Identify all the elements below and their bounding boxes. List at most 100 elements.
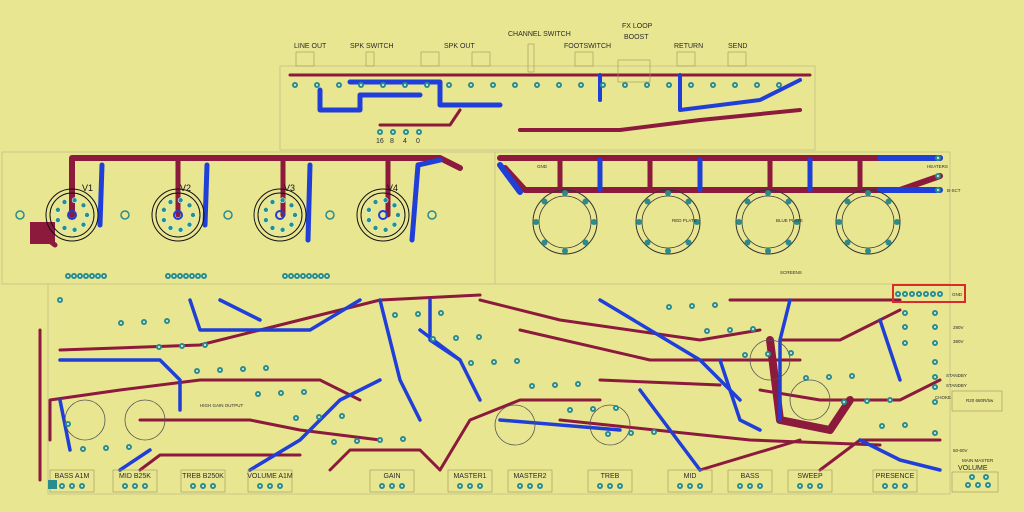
pad-hole <box>851 375 853 377</box>
pot-outline <box>447 469 493 493</box>
pad-hole <box>805 377 807 379</box>
pad-hole <box>405 131 407 133</box>
main-trace-top <box>858 438 942 472</box>
pad-hole <box>828 376 830 378</box>
bottom-layer-traces <box>30 73 943 482</box>
pad-hole <box>191 275 193 277</box>
capacitor-outline <box>494 404 536 446</box>
pad-hole <box>294 84 296 86</box>
socket-pin <box>61 199 68 205</box>
pad-hole <box>937 157 939 159</box>
main-trace-top <box>878 318 902 382</box>
power-socket-pin <box>541 239 548 246</box>
pot-outline <box>787 469 833 493</box>
pot-label: MASTER2 <box>513 473 546 480</box>
pad-hole <box>203 275 205 277</box>
pad-hole <box>144 485 146 487</box>
socket-pin <box>292 212 298 218</box>
pad-hole <box>418 131 420 133</box>
pad-hole <box>179 275 181 277</box>
v4-plate <box>409 157 443 243</box>
pad-hole <box>79 275 81 277</box>
pad-hole <box>242 368 244 370</box>
pad-hole <box>749 485 751 487</box>
supply-thick-trace <box>766 336 854 434</box>
label-return: RETURN <box>674 43 703 50</box>
pot-outline <box>180 469 226 493</box>
main-trace-top <box>718 358 762 432</box>
pad-hole <box>478 336 480 338</box>
power-socket-pin <box>591 219 597 225</box>
main-trace-bottom <box>778 308 902 342</box>
pad-hole <box>318 416 320 418</box>
pad-hole <box>911 293 913 295</box>
pad-hole <box>432 338 434 340</box>
pad-hole <box>937 175 939 177</box>
power-socket-pin <box>744 198 751 205</box>
pad-hole <box>470 84 472 86</box>
pad-hole <box>103 275 105 277</box>
pot-outline <box>727 469 773 493</box>
pot-label: MASTER1 <box>453 473 486 480</box>
label-choke: CHOKE <box>935 395 951 400</box>
pad-hole <box>379 131 381 133</box>
preamp-tube-socket <box>45 188 99 242</box>
label-imp-0: 0 <box>416 138 420 145</box>
socket-pin <box>177 226 184 233</box>
label-imp-8: 8 <box>390 138 394 145</box>
pad-hole <box>143 321 145 323</box>
pad-hole <box>440 312 442 314</box>
mounting-hole <box>223 210 233 220</box>
pad-hole <box>739 485 741 487</box>
power-socket-pin <box>582 239 589 246</box>
power-socket-pin <box>685 198 692 205</box>
main-trace-top <box>778 298 792 422</box>
socket-pin <box>372 225 379 231</box>
pad-hole <box>934 376 936 378</box>
main-trace-bottom <box>138 418 382 442</box>
pad-hole <box>937 189 939 191</box>
pad-hole <box>699 485 701 487</box>
socket-pin <box>263 217 269 223</box>
pad-hole <box>689 485 691 487</box>
main-trace-bottom <box>558 418 882 447</box>
socket-center <box>67 210 77 220</box>
pad-hole <box>316 84 318 86</box>
pad-hole <box>302 275 304 277</box>
pot-outline <box>507 469 553 493</box>
socket-pin <box>288 202 295 209</box>
preamp-tube-socket <box>151 188 205 242</box>
pad-hole <box>904 293 906 295</box>
power-socket-pin <box>562 190 568 196</box>
pad-hole <box>866 400 868 402</box>
socket-pin <box>84 212 90 218</box>
socket-center <box>378 210 388 220</box>
pad-hole <box>734 84 736 86</box>
pad-hole <box>668 84 670 86</box>
jack-board-outline <box>279 65 816 151</box>
label-heaters: HEATERS <box>927 164 948 169</box>
pad-hole <box>580 84 582 86</box>
socket-pin <box>269 199 276 205</box>
pad-hole <box>653 431 655 433</box>
pad-hole <box>884 485 886 487</box>
pad-hole <box>529 485 531 487</box>
preamp-tube-socket <box>356 188 410 242</box>
pad-hole <box>290 275 292 277</box>
label-r20: R20 680R/5w <box>966 398 994 403</box>
pad-hole <box>646 84 648 86</box>
socket-pin <box>177 197 184 204</box>
pad-hole <box>514 84 516 86</box>
capacitor-outline <box>789 379 831 421</box>
pad-hole <box>392 131 394 133</box>
preamp-tube-socket <box>253 188 307 242</box>
power-socket-pin <box>894 219 900 225</box>
capacitor-outline <box>749 339 791 381</box>
pad-hole <box>744 354 746 356</box>
socket-pin <box>55 217 61 223</box>
pad-hole <box>85 275 87 277</box>
pot-outline <box>112 469 158 493</box>
socket-pin <box>161 217 167 223</box>
label-spk-out: SPK OUT <box>444 43 475 50</box>
pot-label: TREB B250K <box>182 473 224 480</box>
